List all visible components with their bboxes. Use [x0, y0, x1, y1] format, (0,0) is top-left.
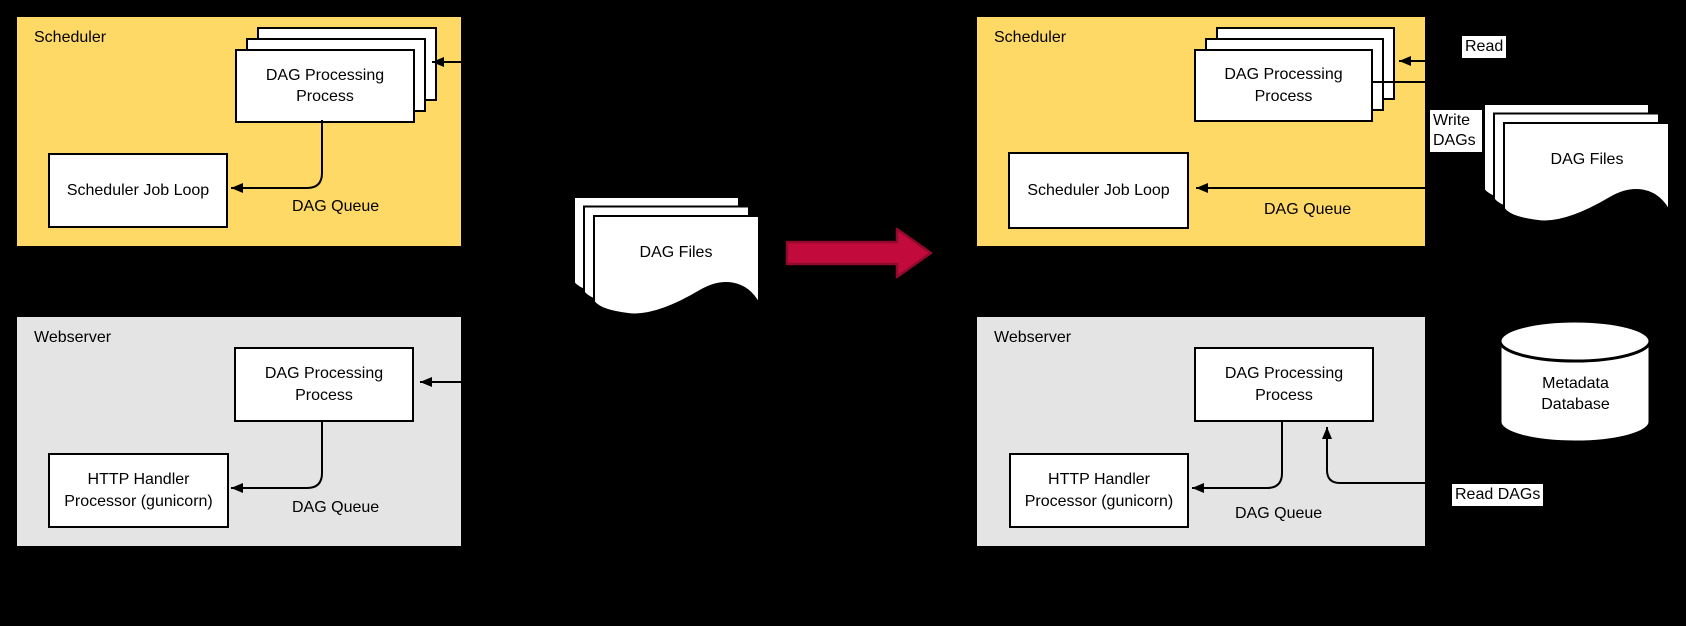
dag-files-icon: DAG Files [1483, 103, 1673, 228]
dag-processing-process-box: DAG Processing Process [235, 49, 415, 123]
dag-processing-process-label: DAG Processing Process [1224, 66, 1343, 105]
transition-arrow-icon [785, 226, 935, 285]
documents-stack-icon [1483, 103, 1670, 223]
panel-title: Webserver [994, 329, 1072, 346]
http-handler-box: HTTP Handler Processor (gunicorn) [48, 453, 229, 528]
read-label: Read [1462, 36, 1507, 58]
read-dags-label: Read DAGs [1452, 484, 1544, 506]
dag-queue-label: DAG Queue [1235, 505, 1323, 522]
panel-title: Webserver [34, 329, 112, 346]
panel-title: Scheduler [994, 29, 1067, 46]
scheduler-job-loop-label: Scheduler Job Loop [66, 181, 210, 199]
dag-files-label: DAG Files [639, 244, 713, 261]
dag-queue-label: DAG Queue [292, 499, 380, 516]
dag-queue-label: DAG Queue [1264, 201, 1352, 218]
dag-queue-label: DAG Queue [292, 198, 380, 215]
dag-processing-process-label: DAG Processing Process [265, 66, 385, 105]
http-handler-label: HTTP Handler Processor (gunicorn) [1024, 471, 1174, 510]
write-dags-label: Write DAGs [1430, 110, 1482, 152]
http-handler-box: HTTP Handler Processor (gunicorn) [1009, 453, 1189, 528]
dag-processing-process-box: DAG Processing Process [234, 347, 414, 422]
dag-processing-process-box: DAG Processing Process [1194, 347, 1374, 422]
webserver-panel-before: Webserver DAG Processing Process HTTP Ha… [15, 315, 463, 548]
dag-files-label: DAG Files [1550, 151, 1624, 168]
dag-processing-process-label: DAG Processing Process [1224, 365, 1344, 404]
scheduler-job-loop-box: Scheduler Job Loop [48, 153, 228, 228]
metadata-database-icon [1498, 318, 1652, 450]
metadata-database-label: Metadata Database [1541, 375, 1610, 413]
scheduler-panel-before: Scheduler DAG Processing Process Schedul… [15, 15, 463, 248]
dag-files-icon: DAG Files [573, 196, 763, 321]
scheduler-job-loop-label: Scheduler Job Loop [1027, 181, 1170, 199]
http-handler-label: HTTP Handler Processor (gunicorn) [64, 471, 213, 510]
dag-processing-process-box: DAG Processing Process [1194, 49, 1373, 122]
documents-stack-icon [573, 196, 760, 316]
webserver-panel-after: Webserver DAG Processing Process HTTP Ha… [975, 315, 1427, 548]
dag-processing-process-label: DAG Processing Process [264, 365, 384, 404]
scheduler-job-loop-box: Scheduler Job Loop [1008, 152, 1189, 229]
scheduler-panel-after: Scheduler DAG Processing Process Schedul… [975, 15, 1427, 248]
panel-title: Scheduler [34, 29, 107, 46]
